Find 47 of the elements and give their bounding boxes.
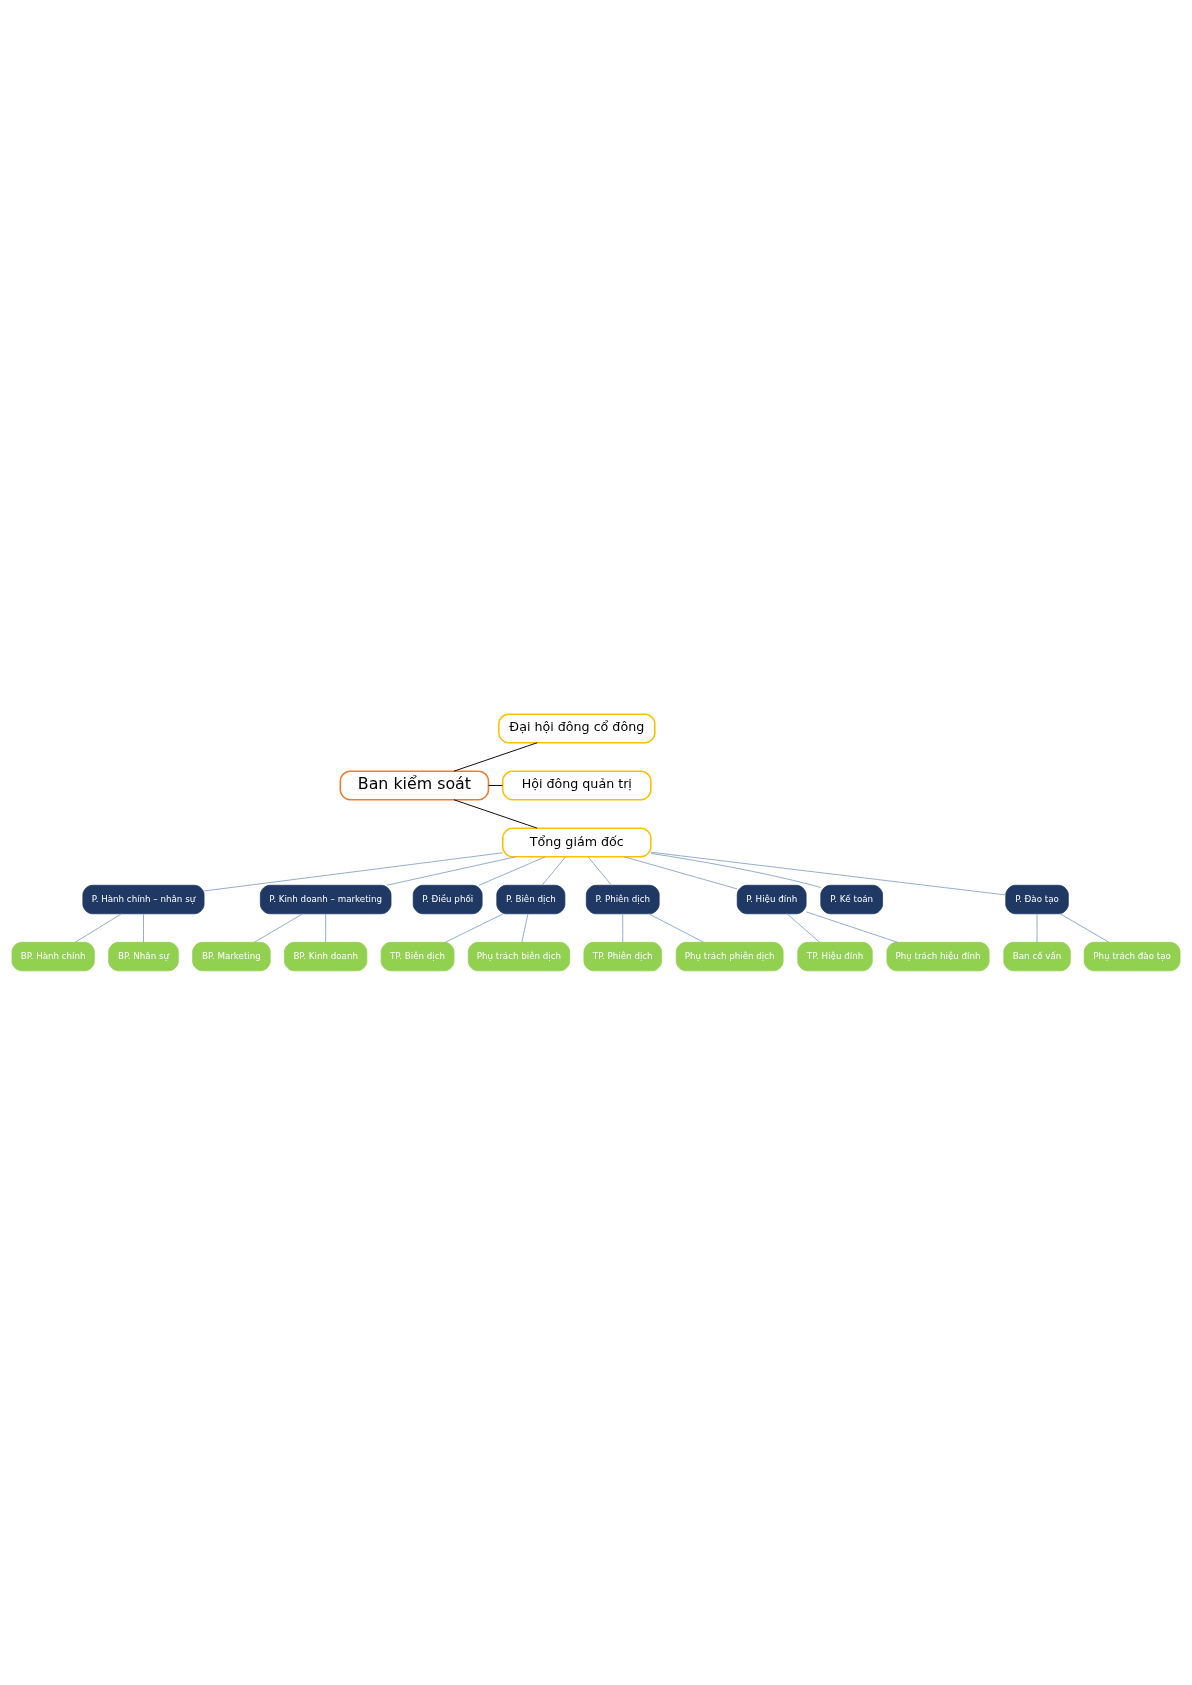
- node-box: P. Hành chính – nhân sự: [82, 884, 205, 915]
- connector: [648, 913, 704, 943]
- connector: [386, 856, 517, 886]
- connector: [805, 911, 898, 943]
- connector: [541, 856, 566, 886]
- node-box: Phụ trách phiên dịch: [675, 941, 784, 972]
- node-box: P. Phiên dịch: [585, 884, 660, 915]
- connector: [622, 913, 624, 943]
- node-box: BP. Marketing: [192, 941, 271, 972]
- connector: [650, 851, 1007, 896]
- node-box: P. Kế toán: [820, 884, 883, 915]
- node-box: Phụ trách biên dịch: [467, 941, 571, 972]
- node-box: Đại hội đông cổ đông: [497, 713, 656, 744]
- connector: [453, 742, 538, 772]
- node-box: Tổng giám đốc: [501, 827, 652, 858]
- node-box: P. Biên dịch: [496, 884, 566, 915]
- connector: [1059, 913, 1110, 943]
- node-box: Ban cố vấn: [1003, 941, 1071, 972]
- connector: [478, 856, 546, 886]
- connector: [786, 913, 821, 943]
- node-box: P. Kinh doanh – marketing: [259, 884, 392, 915]
- connector: [587, 856, 612, 886]
- node-box: BP. Kinh doanh: [284, 941, 368, 972]
- connector: [325, 913, 327, 943]
- connector: [254, 913, 304, 943]
- connector: [143, 913, 144, 943]
- connector: [488, 785, 503, 786]
- node-box: BP. Nhân sự: [108, 941, 179, 972]
- connector: [1036, 913, 1038, 943]
- node-box: P. Đào tạo: [1005, 884, 1069, 915]
- node-box: BP. Hành chính: [11, 941, 95, 972]
- node-box: P. Hiệu đính: [736, 884, 807, 915]
- connector: [74, 913, 122, 943]
- connector: [650, 852, 822, 888]
- node-box: TP. Biên dịch: [380, 941, 455, 972]
- node-box: TP. Phiên dịch: [583, 941, 662, 972]
- connector: [453, 799, 538, 829]
- connector: [623, 856, 738, 890]
- node-box: P. Điều phối: [412, 884, 483, 915]
- node-box: TP. Hiệu đính: [797, 941, 873, 972]
- node-box: Phụ trách đào tạo: [1083, 941, 1181, 972]
- node-box: Ban kiểm soát: [339, 770, 490, 801]
- connector: [203, 852, 504, 892]
- connector: [521, 913, 529, 943]
- node-box: Phụ trách hiệu đính: [886, 941, 990, 972]
- connector: [444, 913, 504, 943]
- node-box: Hội đông quản trị: [501, 770, 652, 801]
